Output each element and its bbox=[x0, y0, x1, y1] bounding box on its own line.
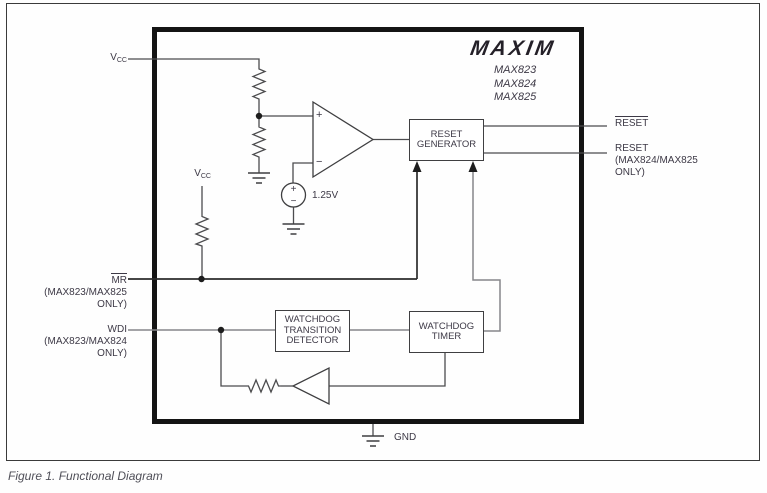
watchdog-transition-detector-block: WATCHDOG TRANSITION DETECTOR bbox=[275, 310, 350, 352]
mr-note-line1: (MAX823/MAX825 bbox=[44, 287, 127, 298]
wdi-note-line1: (MAX823/MAX824 bbox=[44, 336, 127, 347]
vcc-top-main: V bbox=[110, 52, 117, 63]
reset-n-name-text: RESET bbox=[615, 116, 649, 129]
figure-frame bbox=[6, 3, 760, 461]
reset-name: RESET bbox=[615, 143, 649, 154]
vcc-mid-main: V bbox=[194, 168, 201, 179]
gnd-pin-label: GND bbox=[394, 432, 417, 443]
comparator-symbol bbox=[312, 100, 375, 179]
comparator-minus-sign: − bbox=[316, 156, 323, 168]
arrowhead-timer bbox=[468, 161, 478, 172]
watchdog-timer-label-line1: WATCHDOG bbox=[418, 320, 475, 332]
junction-wdi bbox=[217, 326, 225, 334]
vref-plus-sign: + bbox=[290, 184, 297, 195]
vcc-mid-sub: CC bbox=[200, 173, 211, 180]
resistor-divider-bottom bbox=[251, 124, 267, 162]
part-number-max825: MAX825 bbox=[494, 91, 537, 103]
wires bbox=[128, 58, 607, 436]
watchdog-timer-label-line2: TIMER bbox=[431, 331, 462, 342]
wire-timer-to-resetgen bbox=[472, 172, 501, 332]
reset-pin-label: RESET (MAX824/MAX825 ONLY) bbox=[615, 143, 698, 179]
wtd-label-line1: WATCHDOG bbox=[284, 314, 341, 326]
comparator-plus-sign: + bbox=[316, 109, 323, 121]
arrowhead-mr bbox=[412, 161, 422, 172]
maxim-logo: MAXIM bbox=[468, 37, 558, 60]
watchdog-timer-block: WATCHDOG TIMER bbox=[409, 311, 484, 353]
vref-value-label: 1.25V bbox=[312, 190, 339, 201]
vcc-top-label: VCC bbox=[110, 52, 127, 67]
reset-generator-block: RESET GENERATOR bbox=[409, 119, 484, 161]
part-number-max824: MAX824 bbox=[494, 77, 537, 90]
vref-source-symbol bbox=[280, 182, 307, 208]
vcc-mid-label: VCC bbox=[194, 168, 211, 183]
reset-generator-label-line2: GENERATOR bbox=[416, 139, 477, 150]
wtd-label-line3: DETECTOR bbox=[286, 335, 339, 347]
wire-vcc-top bbox=[128, 58, 260, 66]
figure-caption: Figure 1. Functional Diagram bbox=[8, 469, 163, 483]
reset-generator-label-line1: RESET bbox=[430, 128, 463, 140]
buffer-symbol bbox=[291, 366, 330, 406]
part-number-max823: MAX823 bbox=[494, 64, 537, 76]
mr-name: MR bbox=[44, 273, 127, 287]
ground-symbols bbox=[248, 172, 384, 447]
reset-n-pin-label: RESET bbox=[615, 116, 649, 130]
chip-outline bbox=[152, 27, 584, 424]
junction-dots bbox=[198, 112, 263, 334]
wtd-label-line2: TRANSITION bbox=[283, 324, 342, 336]
wdi-note-line2: ONLY) bbox=[97, 348, 127, 359]
wdi-pin-label: WDI (MAX823/MAX824 ONLY) bbox=[44, 324, 127, 360]
wire-timer-to-buffer bbox=[329, 351, 446, 387]
junction-divider bbox=[255, 112, 263, 120]
vcc-top-sub: CC bbox=[116, 57, 127, 64]
resistor-divider-top bbox=[251, 66, 267, 104]
ground-divider bbox=[248, 172, 270, 184]
watchdog-paths bbox=[128, 172, 501, 332]
vref-minus-sign: − bbox=[290, 196, 297, 207]
mr-pin-label: MR (MAX823/MAX825 ONLY) bbox=[44, 273, 127, 311]
wire-comparator-minus-input bbox=[292, 162, 313, 183]
mr-note-line2: ONLY) bbox=[97, 299, 127, 310]
reset-note-line2: ONLY) bbox=[615, 167, 645, 178]
ground-gnd-pin bbox=[362, 435, 384, 447]
wdi-name: WDI bbox=[107, 324, 127, 335]
mr-path bbox=[128, 172, 418, 280]
ground-vref bbox=[282, 223, 305, 235]
part-number-list: MAX823 MAX824 MAX825 bbox=[494, 64, 536, 105]
wire-feedback-to-wdi bbox=[220, 330, 246, 387]
resistor-pullup bbox=[194, 214, 210, 248]
reset-note-line1: (MAX824/MAX825 bbox=[615, 155, 698, 166]
junction-mr bbox=[198, 275, 205, 283]
mr-name-text: MR bbox=[111, 273, 127, 286]
resistor-feedback bbox=[246, 378, 281, 394]
